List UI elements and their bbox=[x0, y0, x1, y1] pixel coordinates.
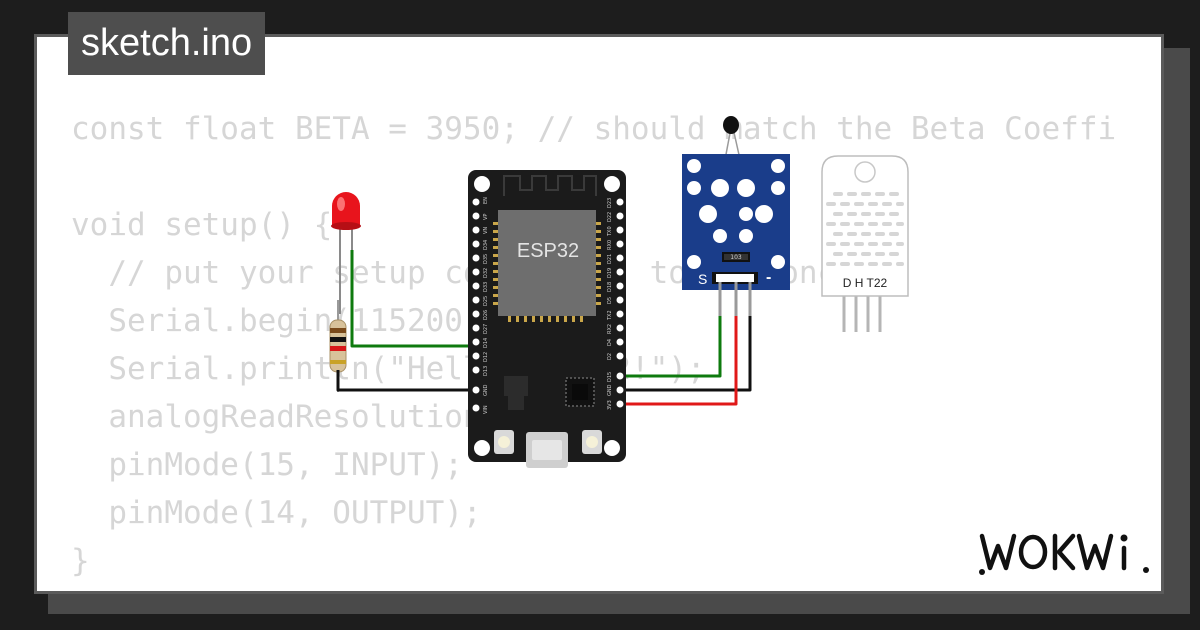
svg-text:D34: D34 bbox=[483, 240, 489, 250]
sketch-file-title: sketch.ino bbox=[68, 12, 266, 75]
svg-text:D2: D2 bbox=[607, 353, 613, 360]
board-header-pins bbox=[472, 198, 624, 412]
usb-port bbox=[526, 432, 568, 468]
pin-label-signal: S bbox=[698, 271, 707, 287]
ntc-temperature-sensor[interactable]: 103 S - bbox=[682, 116, 790, 316]
dht22-sensor[interactable]: D H T22 bbox=[821, 155, 909, 332]
red-led[interactable] bbox=[331, 192, 361, 340]
svg-text:D22: D22 bbox=[607, 212, 613, 222]
resistor-code: 103 bbox=[730, 254, 742, 261]
esp32-chip-pins bbox=[493, 222, 601, 322]
code-line: pinMode(14, OUTPUT); bbox=[71, 495, 482, 531]
pin-label-minus: - bbox=[766, 269, 771, 286]
svg-text:D23: D23 bbox=[607, 198, 613, 208]
svg-text:D14: D14 bbox=[483, 338, 489, 348]
reset-button[interactable] bbox=[582, 430, 602, 454]
code-line: Serial.begin(115200); bbox=[71, 303, 501, 339]
svg-text:D12: D12 bbox=[483, 352, 489, 362]
esp32-board[interactable]: ESP32 EN VP VN D34 D35 D32 D33 D25 D26 D… bbox=[468, 170, 626, 468]
svg-text:GND: GND bbox=[483, 384, 489, 396]
code-line: const float BETA = 3950; // should match… bbox=[71, 111, 1117, 147]
svg-text:3V3: 3V3 bbox=[607, 400, 613, 410]
svg-text:D18: D18 bbox=[607, 282, 613, 292]
thermistor-bead bbox=[723, 116, 739, 134]
svg-text:D4: D4 bbox=[607, 339, 613, 346]
svg-text:VP: VP bbox=[483, 214, 489, 220]
svg-text:D33: D33 bbox=[483, 282, 489, 292]
svg-text:D5: D5 bbox=[607, 297, 613, 304]
svg-text:RX2: RX2 bbox=[607, 324, 613, 334]
svg-text:EN: EN bbox=[483, 197, 489, 204]
svg-text:RX0: RX0 bbox=[607, 240, 613, 250]
svg-text:D32: D32 bbox=[483, 268, 489, 278]
wokwi-logo bbox=[979, 533, 1149, 575]
code-line: } bbox=[71, 543, 90, 579]
svg-text:TX0: TX0 bbox=[607, 226, 613, 237]
svg-text:D13: D13 bbox=[483, 366, 489, 376]
code-line: pinMode(15, INPUT); bbox=[71, 447, 463, 483]
boot-button[interactable] bbox=[494, 430, 514, 454]
code-background: const float BETA = 3950; // should match… bbox=[71, 105, 1133, 585]
dht22-vents bbox=[826, 192, 904, 266]
svg-text:D19: D19 bbox=[607, 268, 613, 278]
svg-text:D26: D26 bbox=[483, 310, 489, 320]
svg-text:D21: D21 bbox=[607, 254, 613, 264]
board-pin-labels: EN VP VN D34 D35 D32 D33 D25 D26 D27 D14… bbox=[483, 197, 613, 414]
svg-text:D15: D15 bbox=[607, 372, 613, 382]
svg-text:VN: VN bbox=[483, 227, 489, 234]
svg-text:D25: D25 bbox=[483, 296, 489, 306]
esp32-label: ESP32 bbox=[517, 240, 579, 262]
svg-text:GND: GND bbox=[607, 384, 613, 396]
code-line: void setup() { bbox=[71, 207, 333, 243]
dht22-label: D H T22 bbox=[843, 276, 888, 290]
svg-text:TX2: TX2 bbox=[607, 310, 613, 321]
svg-text:VIN: VIN bbox=[483, 405, 489, 414]
svg-text:D35: D35 bbox=[483, 254, 489, 264]
svg-text:D27: D27 bbox=[483, 324, 489, 334]
